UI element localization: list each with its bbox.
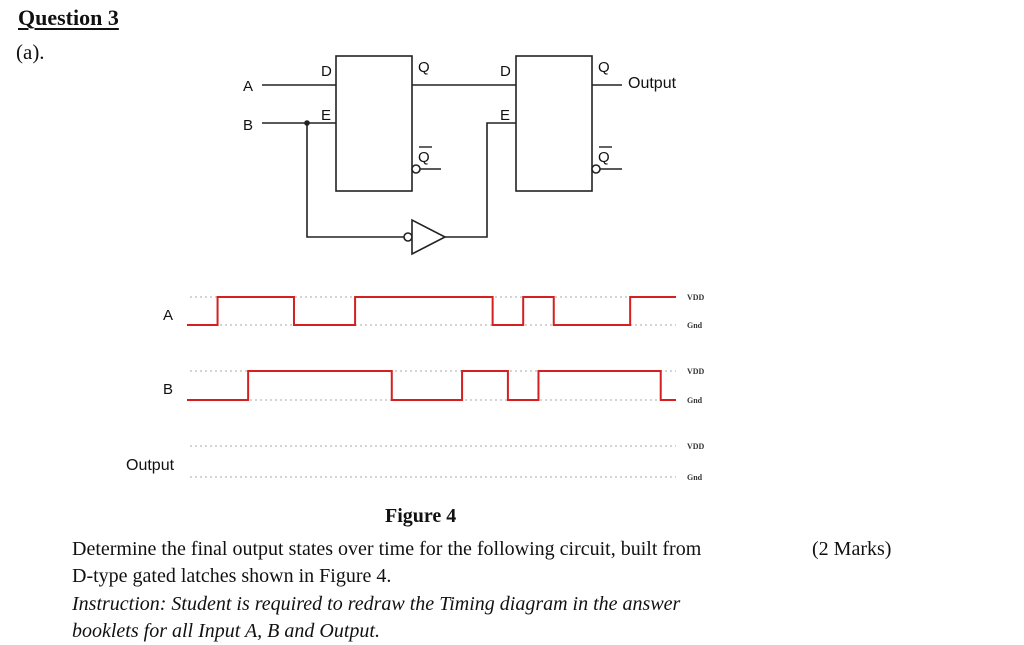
rail-label-vdd-output: VDD <box>687 442 705 451</box>
input-a-label: A <box>243 78 253 95</box>
circuit-output-label: Output <box>628 75 677 92</box>
inverter-input-bubble <box>403 232 413 242</box>
timing-label-output: Output <box>126 457 175 474</box>
rail-label-vdd-b: VDD <box>687 367 705 376</box>
wire-inverter-to-e2 <box>445 122 516 238</box>
latch-2-box <box>515 55 593 192</box>
latch-1-box <box>335 55 413 192</box>
figure-caption: Figure 4 <box>385 505 457 527</box>
rail-label-vdd-a: VDD <box>687 293 705 302</box>
question-text-line-1: Determine the final output states over t… <box>72 538 702 560</box>
question-title: Question 3 <box>18 5 119 30</box>
instruction-line-1: Instruction: Student is required to redr… <box>72 593 681 615</box>
waveform-b <box>187 370 676 401</box>
latch-2-d-label: D <box>500 63 511 80</box>
inverter-triangle <box>411 218 447 256</box>
timing-label-b: B <box>163 381 173 398</box>
wire-b-to-inverter <box>306 123 404 238</box>
rail-label-gnd-b: Gnd <box>687 396 703 405</box>
waveform-a <box>187 296 676 326</box>
latch-1-d-label: D <box>321 63 332 80</box>
rail-label-gnd-a: Gnd <box>687 321 703 330</box>
latch-2-q-label: Q <box>598 59 610 76</box>
timing-label-a: A <box>163 307 173 324</box>
circuit-diagram <box>262 55 622 256</box>
latch-2-qbar-label: Q <box>598 149 610 166</box>
junction-dot <box>304 120 310 126</box>
marks-label: (2 Marks) <box>812 538 892 560</box>
latch-1-qbar-label: Q <box>418 149 430 166</box>
latch-2-qbar-bubble <box>591 164 601 174</box>
input-b-label: B <box>243 117 253 134</box>
question-part-label: (a). <box>16 40 45 64</box>
latch-1-q-label: Q <box>418 59 430 76</box>
instruction-line-2: booklets for all Input A, B and Output. <box>72 620 380 642</box>
question-text-line-2: D-type gated latches shown in Figure 4. <box>72 565 392 587</box>
rail-label-gnd-output: Gnd <box>687 473 703 482</box>
latch-1-e-label: E <box>321 107 331 124</box>
latch-2-e-label: E <box>500 107 510 124</box>
latch-1-qbar-bubble <box>411 164 421 174</box>
